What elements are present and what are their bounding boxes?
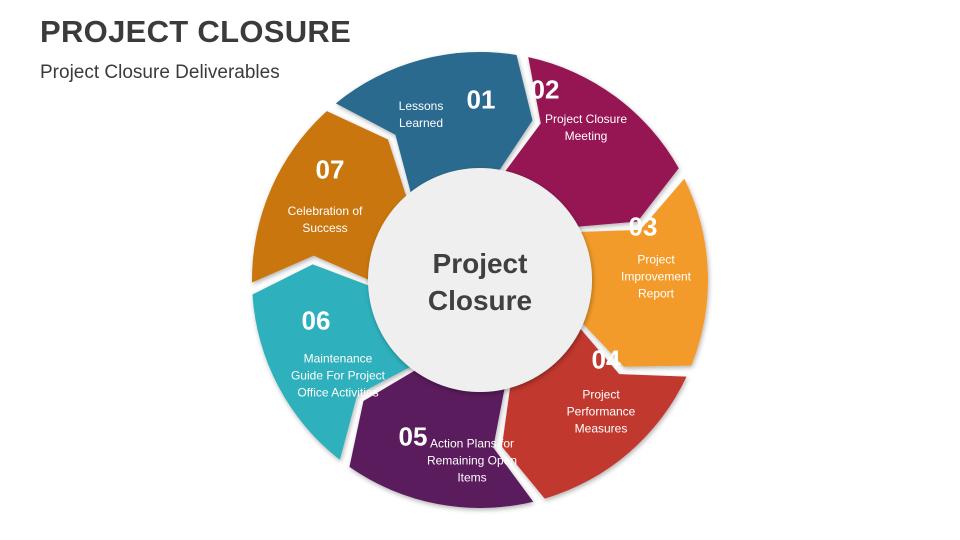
center-label-line-1: Project: [432, 248, 528, 279]
center-circle: [368, 168, 592, 392]
segment-02: [502, 57, 679, 228]
slide-subtitle: Project Closure Deliverables: [40, 62, 280, 83]
segment-04: [501, 325, 687, 499]
step-number-07: 07: [315, 154, 345, 185]
step-number-05: 05: [398, 421, 428, 452]
segment-07: [252, 111, 408, 283]
step-label-03: Project Improvement Report: [620, 252, 692, 301]
slide-title: PROJECT CLOSURE: [40, 14, 352, 49]
step-number-04: 04: [591, 344, 621, 375]
step-number-03: 03: [628, 211, 658, 242]
segment-03: [576, 178, 708, 367]
step-number-01: 01: [466, 84, 496, 115]
segment-01: [335, 52, 533, 197]
center-label-line-2: Closure: [427, 285, 533, 316]
step-number-02: 02: [530, 74, 560, 105]
step-label-04: Project Performance Measures: [566, 387, 636, 436]
step-label-06: Maintenance Guide For Project Office Act…: [290, 351, 386, 400]
step-label-07: Celebration of Success: [287, 204, 363, 235]
step-label-01: Lessons Learned: [398, 99, 444, 130]
step-label-05: Action Plans for Remaining Open Items: [426, 436, 518, 485]
step-label-02: Project Closure Meeting: [544, 112, 628, 143]
center-label: Project Closure: [380, 245, 580, 319]
step-number-06: 06: [301, 305, 331, 336]
segment-05: [349, 368, 534, 508]
